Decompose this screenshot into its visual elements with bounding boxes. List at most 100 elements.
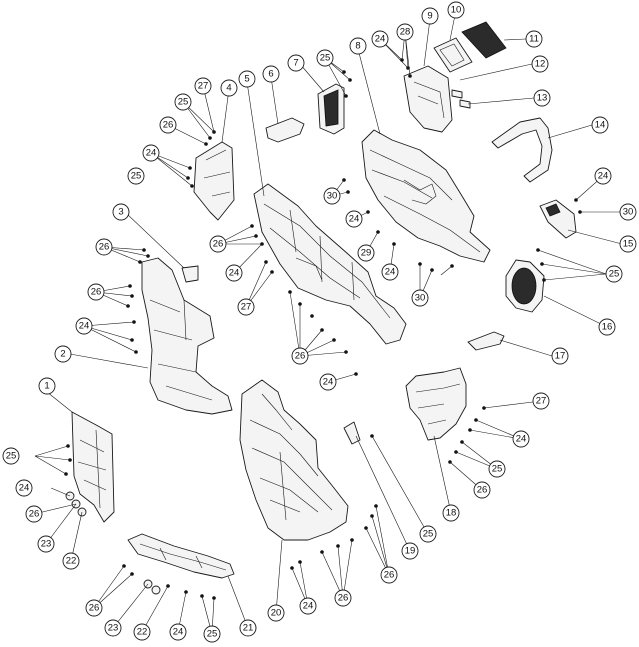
callout-8: 8 xyxy=(349,37,367,55)
callout-26g: 26 xyxy=(473,481,491,499)
callout-26h: 26 xyxy=(380,566,398,584)
callout-28: 28 xyxy=(396,23,414,41)
callout-2: 2 xyxy=(54,345,72,363)
leader-lines xyxy=(33,9,628,635)
callout-22a: 22 xyxy=(62,552,80,570)
svg-text:2: 2 xyxy=(60,349,65,360)
svg-text:13: 13 xyxy=(537,93,548,104)
part-11-mat xyxy=(461,21,507,59)
svg-text:24: 24 xyxy=(349,214,360,225)
callout-24a: 24 xyxy=(15,479,33,497)
callout-26j: 26 xyxy=(85,599,103,617)
svg-text:27: 27 xyxy=(241,302,252,313)
part-3-bracket xyxy=(181,265,199,283)
svg-text:25: 25 xyxy=(178,97,189,108)
callout-24e: 24 xyxy=(319,373,337,391)
svg-text:25: 25 xyxy=(6,451,17,462)
callout-24g: 24 xyxy=(381,263,399,281)
callout-25c: 25 xyxy=(127,167,145,185)
svg-text:15: 15 xyxy=(623,239,634,250)
callout-26c: 26 xyxy=(95,238,113,256)
callout-30a: 30 xyxy=(323,187,341,205)
part-13-clips xyxy=(451,89,471,109)
svg-text:9: 9 xyxy=(427,11,432,22)
part-4-vertical-trim xyxy=(193,141,235,221)
callout-25a: 25 xyxy=(2,447,20,465)
callout-24f: 24 xyxy=(345,210,363,228)
svg-text:25: 25 xyxy=(423,529,434,540)
callout-24h: 24 xyxy=(371,30,389,48)
svg-text:27: 27 xyxy=(198,81,209,92)
part-10-frame xyxy=(433,37,473,73)
callout-25g: 25 xyxy=(419,525,437,543)
callout-14: 14 xyxy=(591,116,609,134)
callout-25e: 25 xyxy=(605,265,623,283)
svg-text:24: 24 xyxy=(79,321,90,332)
callout-29: 29 xyxy=(357,244,375,262)
callout-24d: 24 xyxy=(225,264,243,282)
svg-text:24: 24 xyxy=(598,171,609,182)
svg-text:25: 25 xyxy=(207,629,218,640)
callout-7: 7 xyxy=(287,54,305,72)
callout-25h: 25 xyxy=(203,625,221,643)
svg-text:26: 26 xyxy=(295,351,306,362)
part-19-plate xyxy=(343,421,361,445)
svg-text:23: 23 xyxy=(108,623,119,634)
svg-text:24: 24 xyxy=(375,34,386,45)
part-16-speaker xyxy=(505,259,545,313)
svg-text:12: 12 xyxy=(535,59,546,70)
callout-17: 17 xyxy=(551,347,569,365)
callout-27b: 27 xyxy=(237,298,255,316)
callout-18: 18 xyxy=(442,504,460,522)
svg-text:5: 5 xyxy=(244,74,249,85)
svg-text:27: 27 xyxy=(536,396,547,407)
svg-text:3: 3 xyxy=(118,207,123,218)
part-2-lower-left-panel xyxy=(141,257,233,415)
callout-25f: 25 xyxy=(488,460,506,478)
svg-text:30: 30 xyxy=(415,293,426,304)
svg-text:8: 8 xyxy=(355,41,360,52)
callout-26b: 26 xyxy=(159,116,177,134)
svg-text:22: 22 xyxy=(66,556,77,567)
svg-text:1: 1 xyxy=(44,381,49,392)
svg-text:10: 10 xyxy=(451,5,462,16)
svg-text:26: 26 xyxy=(384,570,395,581)
svg-text:24: 24 xyxy=(323,377,334,388)
svg-text:30: 30 xyxy=(327,191,338,202)
svg-text:26: 26 xyxy=(338,593,349,604)
svg-text:24: 24 xyxy=(303,601,314,612)
part-6-cover-cap xyxy=(265,117,305,143)
callout-16: 16 xyxy=(598,318,616,336)
svg-text:11: 11 xyxy=(529,34,539,45)
callout-4: 4 xyxy=(220,79,238,97)
part-21-bottom-trim xyxy=(127,533,235,579)
callout-27c: 27 xyxy=(532,392,550,410)
svg-text:24: 24 xyxy=(146,148,157,159)
callout-26e: 26 xyxy=(209,235,227,253)
part-8-dash-panel xyxy=(361,129,491,263)
svg-text:22: 22 xyxy=(137,627,148,638)
callout-5: 5 xyxy=(238,70,256,88)
svg-text:16: 16 xyxy=(602,322,613,333)
callout-6: 6 xyxy=(262,65,280,83)
callout-23a: 23 xyxy=(37,535,55,553)
callout-25b: 25 xyxy=(174,93,192,111)
svg-text:25: 25 xyxy=(609,269,620,280)
svg-text:25: 25 xyxy=(320,53,331,64)
svg-text:24: 24 xyxy=(19,483,30,494)
svg-text:26: 26 xyxy=(213,239,224,250)
svg-text:21: 21 xyxy=(243,623,254,634)
callout-30b: 30 xyxy=(411,289,429,307)
callout-23b: 23 xyxy=(104,619,122,637)
svg-text:29: 29 xyxy=(361,248,372,259)
callout-25d: 25 xyxy=(316,49,334,67)
part-1-side-panel xyxy=(71,411,115,523)
svg-text:7: 7 xyxy=(293,58,298,69)
svg-text:4: 4 xyxy=(226,83,231,94)
callout-13: 13 xyxy=(533,89,551,107)
callout-19: 19 xyxy=(401,542,419,560)
callout-24i: 24 xyxy=(594,167,612,185)
svg-text:24: 24 xyxy=(516,434,527,445)
